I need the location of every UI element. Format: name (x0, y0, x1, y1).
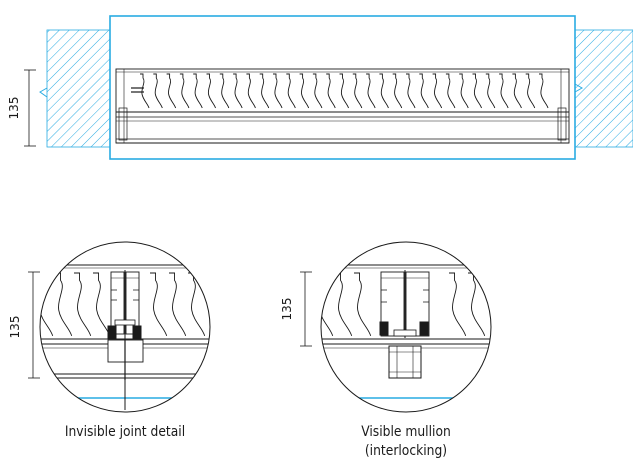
louver-blade (259, 73, 270, 109)
wall-break-left (39, 87, 48, 98)
dimension-line-b (300, 271, 312, 347)
louver-blade (339, 73, 349, 109)
louver-blade (354, 272, 372, 337)
detail-visible-mullion: 135 (280, 241, 492, 413)
louver-blade (193, 73, 203, 109)
louver-blade (74, 272, 92, 337)
dimension-label-a: 135 (8, 316, 22, 339)
louver-blade (352, 73, 363, 109)
louver-blade (419, 73, 429, 109)
louver-blade (335, 272, 353, 337)
left-wall-hatch (46, 29, 111, 148)
louver-blade (468, 272, 486, 337)
caption-invisible-joint: Invisible joint detail (55, 423, 196, 442)
louver-blade (379, 73, 389, 109)
louver-blade (233, 73, 243, 109)
louver-blade (472, 73, 482, 109)
grille-blades (140, 73, 549, 109)
detail-b-circle (320, 241, 492, 413)
caption-invisible-joint-text: Invisible joint detail (64, 424, 186, 440)
louver-blade (219, 73, 230, 109)
louver-blade (153, 73, 163, 109)
louver-blade (312, 73, 323, 109)
louver-blade (206, 73, 216, 109)
louver-blade (93, 272, 111, 337)
louver-blade (150, 272, 168, 337)
grille-frame (115, 68, 570, 144)
dimension-label-top: 135 (7, 97, 21, 120)
louver-blade (459, 73, 469, 109)
wall-break-right (574, 83, 584, 93)
dimension-line-top (24, 69, 36, 147)
louver-blade (55, 272, 73, 337)
louver-blade (188, 272, 206, 337)
louver-blade (445, 73, 456, 109)
dimension-label-b: 135 (280, 298, 294, 321)
louver-blade (273, 73, 283, 109)
louver-blade (539, 73, 549, 109)
section-elevation: 135 (7, 15, 633, 160)
detail-invisible-joint: 135 (8, 241, 211, 413)
louver-blade (169, 272, 187, 337)
louver-blade (406, 73, 416, 109)
louver-blade (432, 73, 443, 109)
louver-blade (392, 73, 403, 109)
louver-blade (525, 73, 536, 109)
detail-a-circle (39, 241, 211, 413)
caption-visible-mullion: Visible mullion (interlocking) (336, 423, 477, 461)
louver-blade (299, 73, 310, 109)
louver-blade (40, 272, 54, 337)
louver-blade (499, 73, 509, 109)
right-wall-hatch (574, 29, 633, 148)
louver-blade (166, 73, 177, 109)
detail-a-frame (40, 264, 210, 410)
louver-blade (326, 73, 336, 109)
louver-blade (179, 73, 190, 109)
caption-visible-mullion-line2: (interlocking) (364, 443, 448, 459)
louver-blade (512, 73, 522, 109)
louver-blade (286, 73, 296, 109)
caption-visible-mullion-line1: Visible mullion (361, 424, 451, 440)
louver-blade (366, 73, 376, 109)
dimension-line-a (28, 271, 40, 379)
louver-blade (449, 272, 467, 337)
louver-blade (485, 73, 496, 109)
louver-blade (140, 73, 150, 109)
louver-blade (246, 73, 256, 109)
